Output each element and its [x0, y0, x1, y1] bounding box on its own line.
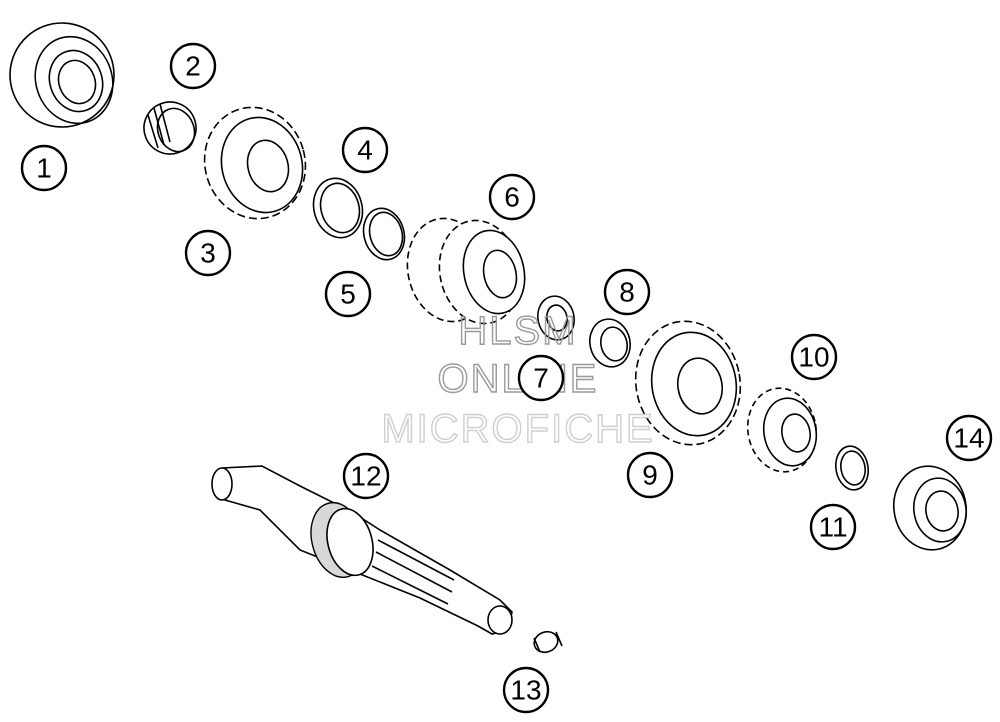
callout-9: 9 — [626, 451, 674, 499]
part-5-circlip — [362, 207, 406, 261]
part-4-ring — [312, 177, 364, 239]
part-11-washer — [834, 445, 870, 491]
part-7-washer — [537, 295, 575, 341]
callout-7: 7 — [517, 354, 565, 402]
watermark-line1: HLSM — [458, 309, 577, 353]
callout-2: 2 — [169, 42, 217, 90]
callout-5: 5 — [324, 270, 372, 318]
part-9-gear — [634, 320, 742, 446]
part-14-ball-bearing — [893, 465, 968, 551]
callout-5-label: 5 — [340, 279, 356, 310]
callout-4-label: 4 — [357, 135, 373, 166]
watermark-line2: ONLINE — [438, 357, 599, 401]
callout-6-label: 6 — [504, 182, 520, 213]
part-12-main-shaft — [211, 465, 513, 635]
callout-8: 8 — [603, 268, 651, 316]
callout-2-label: 2 — [185, 51, 201, 82]
callout-12: 12 — [342, 452, 390, 500]
callout-1-label: 1 — [36, 153, 52, 184]
callout-8-label: 8 — [619, 277, 635, 308]
part-8-needle-bearing — [589, 318, 631, 368]
callout-13: 13 — [502, 666, 550, 714]
callout-7-label: 7 — [533, 363, 549, 394]
callout-1: 1 — [20, 144, 68, 192]
callout-10: 10 — [790, 333, 838, 381]
watermark-line3: MICROFICHE — [381, 407, 654, 451]
callout-13-label: 13 — [510, 675, 541, 706]
callout-14-label: 14 — [953, 423, 984, 454]
part-13-sleeve — [533, 630, 563, 654]
callout-10-label: 10 — [798, 342, 829, 373]
callout-6: 6 — [488, 173, 536, 221]
callout-3-label: 3 — [200, 238, 216, 269]
watermark: HLSM ONLINE MICROFICHE — [381, 308, 654, 451]
callout-11-label: 11 — [818, 512, 847, 543]
part-1-ball-bearing — [9, 22, 115, 128]
callout-3: 3 — [184, 229, 232, 277]
callout-14: 14 — [945, 414, 993, 462]
part-6-double-gear — [406, 217, 526, 325]
callout-12-label: 12 — [350, 461, 381, 492]
part-3-gear — [203, 106, 307, 220]
callout-9-label: 9 — [642, 460, 658, 491]
callout-11: 11 — [809, 503, 857, 551]
part-10-gear — [746, 387, 818, 473]
callout-4: 4 — [341, 126, 389, 174]
part-2-needle-bearing — [143, 101, 197, 155]
